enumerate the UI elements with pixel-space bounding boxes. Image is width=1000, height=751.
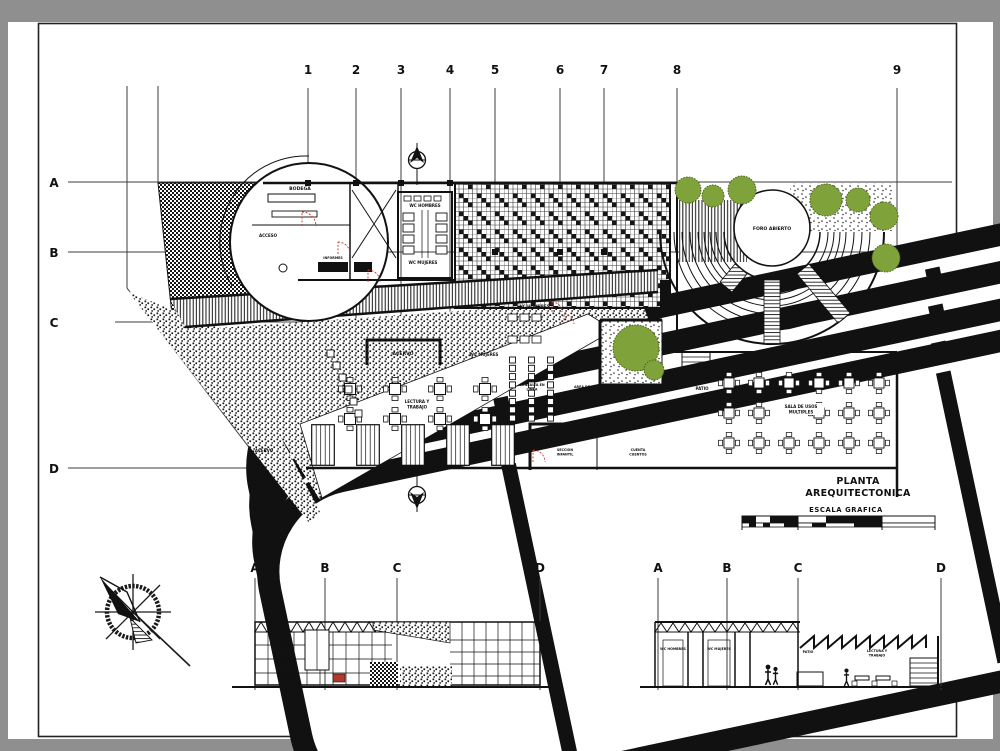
grid-col-label-2: 2 [352,63,360,77]
elev1-grid-a: A [250,561,260,575]
grid-row-label-a: A [49,176,59,190]
patio-tree [598,318,665,385]
wc-block-central: WC HOMBRES WC MUJERES [470,301,575,357]
compass-rose north-arrow-icon [95,574,191,667]
lobby-rotunda: BODEGA ACCESO INFORMES [219,155,677,322]
forum-stairs: PATIO [681,351,711,391]
elev2-label-lectura-2: TRABAJO [869,654,886,658]
envelope-walls [306,352,899,497]
grid-col-label-1: 1 [304,63,312,77]
grid-col-label-6: 6 [556,63,564,77]
label-lectura-2: TRABAJO [407,405,428,410]
plan-title-line2: AREQUITECTONICA [805,488,911,499]
section-marker-bottom [407,468,427,512]
label-lectura-1: LECTURA Y [405,399,430,404]
label-wc-hombres: WC HOMBRES [409,203,440,208]
elev2-grid-d: D [936,561,946,575]
label-foro-abierto: FORO ABIERTO [753,226,791,232]
lounge-chairs [326,349,363,418]
label-wc-mujeres-2: WC MUJERES [470,352,499,357]
label-consulta-2: LINEA [527,388,538,392]
elev2-grid-c: C [794,561,803,575]
elev2-grid-b: B [722,561,731,575]
label-sala-2: MULTIPLES [789,410,814,415]
grid-col-label-4: 4 [446,63,454,77]
grid-col-label-3: 3 [397,63,405,77]
title-block: PLANTA AREQUITECTONICA ESCALA GRAFICA [741,476,936,530]
elev1-grid-c: C [393,561,402,575]
multipurpose-hall: SALA DE USOS MULTIPLES [718,372,890,454]
floor-plan: BODEGA ACCESO INFORMES WC HOMBRES WC MU [127,143,1000,751]
label-bodega: BODEGA [289,186,311,192]
label-descanso-1: AREA DE [574,385,591,389]
wc-block-north: WC HOMBRES WC MUJERES [397,191,453,279]
elev2-label-patio: PATIO [803,650,814,654]
label-infantil-2: INFANTIL [557,453,575,457]
grid-row-label-c: C [50,316,59,330]
consultation-area: CONSULTA EN LINEA AREA DE DESCANSO [509,356,592,422]
scale-label: ESCALA GRAFICA [809,506,883,514]
skylight-room [351,189,397,259]
grid-row-label-d: D [49,462,59,476]
elev2-label-lectura-1: LECTURA Y [867,649,888,653]
graphic-scale-bar [741,515,936,530]
grid-col-label-8: 8 [673,63,681,77]
label-descanso-2: DESCANSO [572,390,592,394]
sawtooth-roof [799,633,927,651]
grid-col-label-7: 7 [600,63,608,77]
section-elevation-right: A B C D WC HOMBRES WC MUJERES PATIO LECT… [640,561,952,690]
label-wc-mujeres: WC MUJERES [409,260,438,265]
section-marker-top [407,143,427,185]
reading-area: ACERVO LECTURA Y TRABAJO [255,338,515,466]
label-consulta-1: CONSULTA EN [519,383,545,387]
elev2-label-wc-h: WC HOMBRES [660,647,686,651]
children-rooms: SECCION INFANTIL CUENTA CUENTOS [528,422,658,470]
elev1-grid-b: B [320,561,329,575]
label-cuentos-1: CUENTA [631,448,646,452]
elev1-grid-d: D [535,561,545,575]
elev2-grid-a: A [653,561,663,575]
amphitheater: FORO ABIERTO [655,175,901,353]
label-acceso: ACCESO [259,233,278,238]
grid-col-label-5: 5 [491,63,499,77]
label-informes: INFORMES [323,256,343,260]
label-sala-1: SALA DE USOS [785,404,818,409]
grid-col-label-9: 9 [893,63,901,77]
section-elevation-left: A B C D [232,561,562,690]
label-acervo-top: ACERVO [393,351,414,357]
label-patio: PATIO [696,386,710,391]
label-wc-hombres-2: WC HOMBRES [518,304,549,309]
grid-row-label-b: B [49,246,58,260]
label-infantil-1: SECCION [557,448,573,452]
label-cuentos-2: CUENTOS [629,453,647,457]
label-acervo-bottom: ACERVO [255,448,274,453]
elev2-label-wc-m: WC MUJERES [707,647,731,651]
plan-title-line1: PLANTA [836,476,880,487]
trees [674,175,901,273]
